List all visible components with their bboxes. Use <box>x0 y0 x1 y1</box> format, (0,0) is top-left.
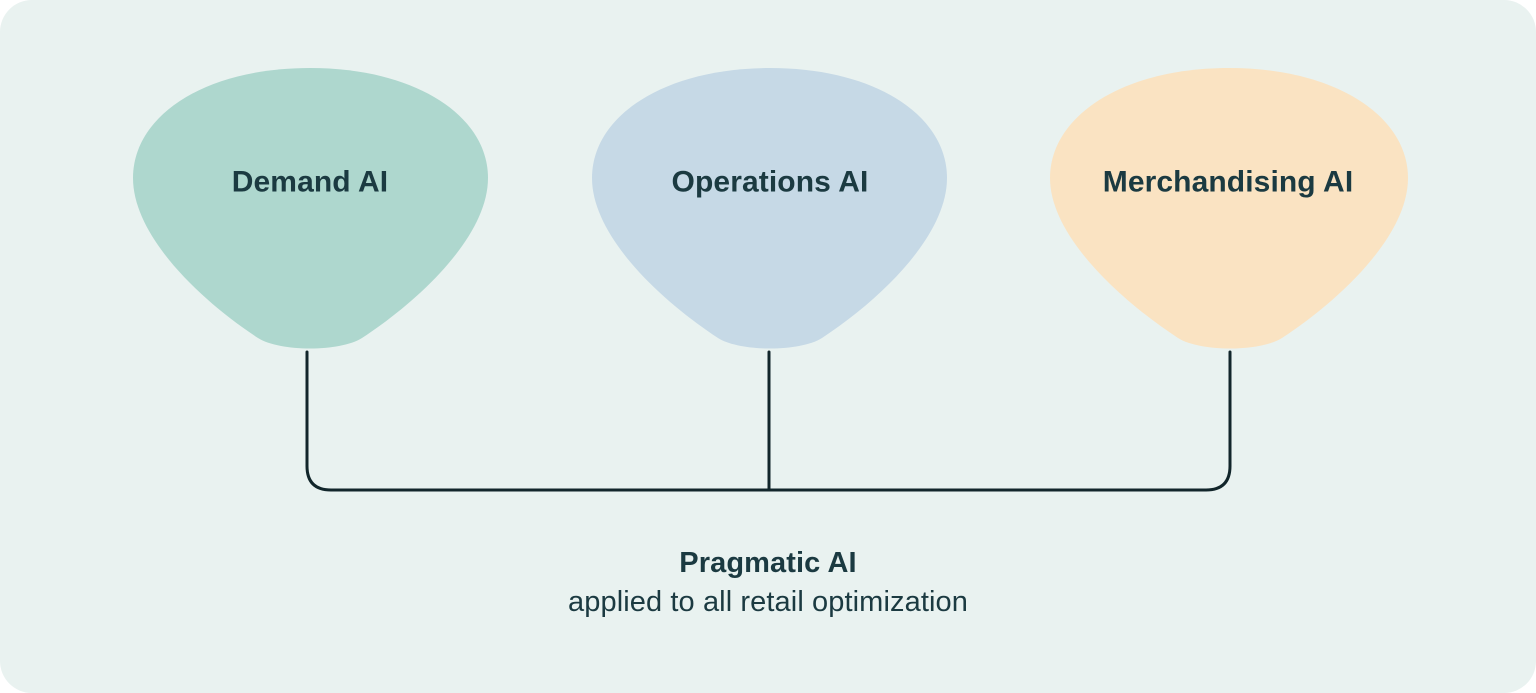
node-shape-operations-ai[interactable] <box>592 68 947 349</box>
node-label-operations-ai: Operations AI <box>671 165 869 199</box>
node-label-demand-ai: Demand AI <box>231 165 389 199</box>
node-shape-merchandising-ai[interactable] <box>1050 68 1408 349</box>
node-label-merchandising-ai: Merchandising AI <box>1102 165 1354 199</box>
summary-subtitle: applied to all retail optimization <box>568 586 968 619</box>
summary-block: Pragmatic AI applied to all retail optim… <box>318 545 1218 622</box>
node-shape-demand-ai[interactable] <box>133 68 488 349</box>
summary-title: Pragmatic AI <box>679 547 857 579</box>
